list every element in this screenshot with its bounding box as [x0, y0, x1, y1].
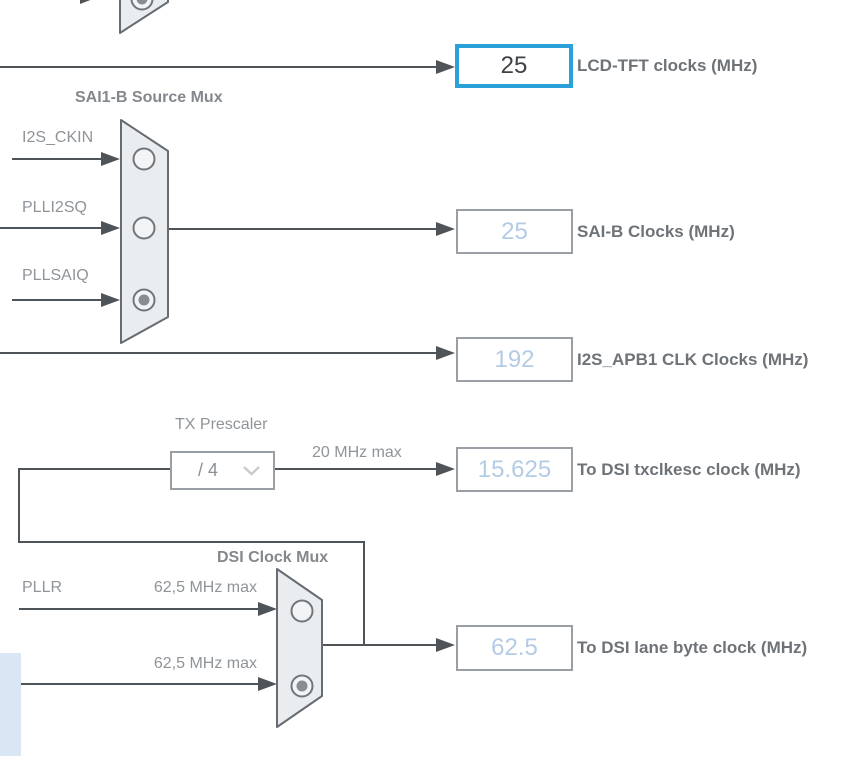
dsi-input2-max-note: 62,5 MHz max: [153, 655, 257, 672]
dsi-radio-pllr[interactable]: [290, 599, 314, 623]
arrowhead-dsi-lane: [436, 638, 455, 652]
top-mux-radio-dot: [136, 0, 148, 5]
sai1b-radio-plli2sq[interactable]: [132, 216, 156, 240]
arrowhead-i2s-ckin: [101, 152, 120, 166]
dsi-mux-shape: [276, 568, 323, 728]
input-label-plli2sq: PLLI2SQ: [22, 199, 87, 216]
top-mux-shape: [119, 0, 169, 34]
dsi-txclkesc-value-input[interactable]: 15.625: [456, 447, 573, 492]
dsi-lane-byte-value-input[interactable]: 62.5: [456, 625, 573, 671]
tx-prescaler-title: TX Prescaler: [175, 416, 268, 433]
sai1b-radio-i2s-ckin[interactable]: [132, 147, 156, 171]
top-mux-radio-selected[interactable]: [130, 0, 154, 11]
lcd-tft-clock-value-input[interactable]: 25: [455, 44, 573, 88]
sai-b-clock-value-input[interactable]: 25: [456, 209, 573, 254]
arrowhead-sai-b: [436, 222, 455, 236]
tx-prescaler-value: / 4: [198, 460, 219, 480]
arrowhead-txclkesc: [436, 462, 455, 476]
dsi-input1-max-note: 62,5 MHz max: [153, 579, 257, 596]
input-label-pllr: PLLR: [22, 579, 63, 596]
sai-b-clock-label: SAI-B Clocks (MHz): [577, 221, 735, 241]
dsi-lane-byte-label: To DSI lane byte clock (MHz): [577, 638, 808, 657]
i2s-apb1-clock-label: I2S_APB1 CLK Clocks (MHz): [577, 349, 809, 369]
arrowhead-pllsaiq: [101, 293, 120, 307]
dsi-radio-input2-dot: [296, 680, 308, 692]
input-label-pllsaiq: PLLSAIQ: [22, 267, 89, 284]
tx-prescaler-dropdown[interactable]: / 4: [170, 451, 275, 490]
arrowhead-dsi-input2: [258, 677, 277, 691]
chevron-down-icon: [243, 465, 260, 476]
arrowhead-top-partial: [80, 0, 91, 4]
sai1b-radio-pllsaiq-dot: [138, 294, 150, 306]
sai1b-mux-title: SAI1-B Source Mux: [75, 89, 223, 106]
dsi-mux-title: DSI Clock Mux: [217, 549, 329, 566]
i2s-apb1-clock-value-input[interactable]: 192: [456, 337, 573, 382]
input-label-i2s-ckin: I2S_CKIN: [22, 129, 94, 146]
arrowhead-pllr: [258, 602, 277, 616]
prescaler-max-note: 20 MHz max: [312, 444, 402, 461]
arrowhead-i2s-apb1: [436, 346, 455, 360]
dsi-txclkesc-label: To DSI txclkesc clock (MHz): [577, 459, 801, 479]
left-partial-block: [0, 653, 21, 756]
arrowhead-plli2sq: [101, 221, 120, 235]
lcd-tft-clock-label: LCD-TFT clocks (MHz): [577, 56, 758, 75]
arrowhead-lcd-tft: [436, 60, 455, 74]
